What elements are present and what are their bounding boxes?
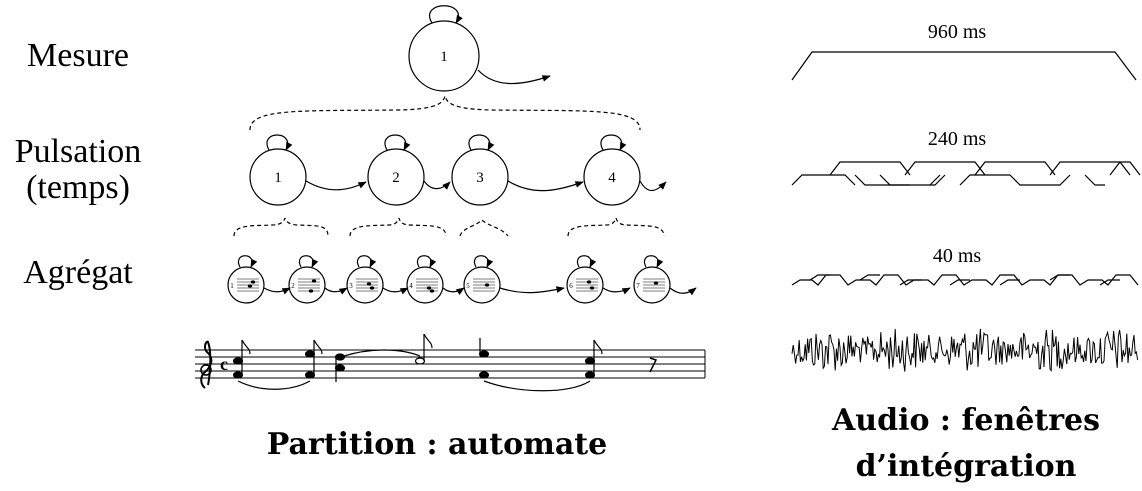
level-label-temps: (temps) [26,169,130,206]
level-label-pulsation: Pulsation [15,133,142,170]
brackets-pulsation [233,217,665,237]
agregat-state-3: 3 [346,255,409,304]
windows-40 [791,274,1139,286]
pulsation-state-4-label: 4 [608,170,616,186]
agregat-state-5: 5 [463,255,565,304]
window-label-960: 960 ms [928,21,987,43]
music-score [195,349,706,379]
pulsation-state-1 [249,148,307,206]
pulsation-state-3 [451,148,509,206]
caption-audio-line1: Audio : fenêtres [831,403,1100,438]
pulsation-state-2 [367,148,425,206]
agregat-state-1: 1 [227,255,291,304]
agregat-state-2-label: 2 [291,282,295,290]
agregat-state-2: 2 [288,255,348,304]
pulsation-state-4 [583,148,641,206]
agregat-states: 1 2 3 4 [227,255,697,304]
agregat-state-6-label: 6 [569,282,573,290]
caption-partition: Partition : automate [267,427,608,462]
agregat-state-6: 6 [566,255,631,304]
agregat-state-4-label: 4 [409,282,413,290]
pulsation-state-1-label: 1 [274,170,282,186]
window-960 [791,51,1137,81]
score-notes [232,333,658,392]
mesure-state-label: 1 [440,49,448,65]
pulsation-states: 1 2 3 4 [249,134,667,206]
agregat-state-7: 7 [633,255,697,304]
agregat-state-1-label: 1 [230,282,234,290]
window-label-40: 40 ms [933,245,982,267]
agregat-state-4: 4 [406,255,465,304]
level-label-mesure: Mesure [27,37,129,74]
bracket-mesure [249,95,641,131]
pulsation-state-2-label: 2 [392,170,400,186]
audio-waveform [791,328,1139,373]
pulsation-state-3-label: 3 [476,170,484,186]
treble-clef-icon [200,340,213,389]
window-label-240: 240 ms [928,128,987,150]
mesure-state: 1 [408,5,551,92]
agregat-state-3-label: 3 [349,282,353,290]
caption-audio-line2: d’intégration [856,449,1077,484]
agregat-state-7-label: 7 [636,282,640,290]
common-time-icon: c [220,354,228,374]
agregat-state-5-label: 5 [466,282,470,290]
windows-240 [791,161,1141,186]
level-label-agregat: Agrégat [23,254,133,291]
